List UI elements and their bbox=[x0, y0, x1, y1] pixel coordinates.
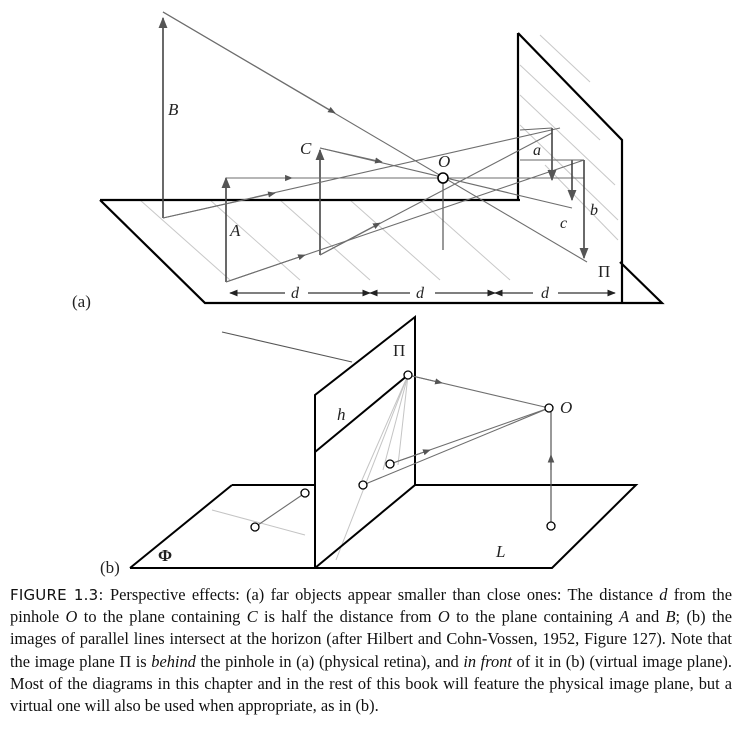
panel-b-label: (b) bbox=[100, 558, 120, 577]
caption-var: A bbox=[619, 607, 630, 627]
label-b-image: b bbox=[590, 202, 598, 219]
image-plane-hatching bbox=[519, 34, 619, 241]
caption-var: B bbox=[665, 607, 676, 627]
point-ground-1 bbox=[300, 488, 310, 498]
caption-var: O bbox=[437, 607, 450, 627]
caption-var: C bbox=[246, 607, 258, 627]
caption-text: and bbox=[629, 607, 666, 627]
caption-text: the pinhole in (a) (physical retina), an… bbox=[195, 651, 464, 671]
ground-plane-phi bbox=[129, 484, 639, 569]
caption-var: O bbox=[65, 607, 78, 627]
pinhole-O bbox=[437, 172, 449, 184]
perspective-figure: B C A O a b c Π d d d (a) bbox=[72, 11, 665, 577]
caption-text: of it in (b) (virtual image plane). Most… bbox=[10, 651, 732, 716]
rays-b bbox=[254, 374, 550, 528]
figure-caption: FIGURE 1.3: Perspective effects: (a) far… bbox=[10, 584, 732, 717]
caption-text: to the plane containing bbox=[449, 607, 620, 627]
image-plane bbox=[516, 32, 624, 303]
caption-text: to the plane containing bbox=[77, 607, 247, 627]
panel-a: B C A O a b c Π d d d (a) bbox=[72, 11, 665, 311]
label-A: A bbox=[229, 221, 241, 240]
caption-figure-number: FIGURE 1.3: bbox=[10, 586, 104, 604]
label-B: B bbox=[168, 100, 179, 119]
horizon-line bbox=[221, 331, 353, 363]
label-image-plane-b: Π bbox=[393, 341, 405, 360]
image-top-ray bbox=[519, 127, 553, 131]
label-d-2: d bbox=[416, 285, 425, 302]
label-L: L bbox=[495, 542, 505, 561]
ground-plane-hatching bbox=[139, 199, 511, 281]
label-c-image: c bbox=[560, 215, 567, 232]
point-image-1 bbox=[385, 459, 395, 469]
caption-text: ; (b) the images of parallel lines inter… bbox=[10, 607, 732, 671]
label-image-plane: Π bbox=[598, 262, 610, 281]
label-C: C bbox=[300, 139, 312, 158]
caption-text: is half the distance from bbox=[257, 607, 438, 627]
panel-b: Π O h Φ L (b) bbox=[100, 314, 639, 577]
label-h: h bbox=[337, 405, 346, 424]
label-O: O bbox=[438, 152, 450, 171]
image-plane-pi bbox=[314, 314, 416, 569]
panel-a-label: (a) bbox=[72, 292, 91, 311]
caption-text: Perspective effects: (a) far objects app… bbox=[103, 585, 660, 604]
point-L bbox=[546, 521, 556, 531]
plane-hatching bbox=[211, 374, 409, 561]
label-phi: Φ bbox=[158, 546, 172, 565]
point-image-2 bbox=[358, 480, 368, 490]
label-d-1: d bbox=[291, 285, 300, 302]
point-vanishing bbox=[403, 370, 413, 380]
label-d-3: d bbox=[541, 285, 550, 302]
label-O-b: O bbox=[560, 398, 572, 417]
label-a-image: a bbox=[533, 142, 541, 159]
ground-plane bbox=[99, 198, 665, 305]
point-O bbox=[544, 403, 554, 413]
caption-emphasis: in front bbox=[463, 651, 512, 671]
caption-emphasis: behind bbox=[151, 651, 196, 671]
point-ground-2 bbox=[250, 522, 260, 532]
caption-var: d bbox=[659, 585, 668, 604]
caption-text: from the pinhole bbox=[10, 585, 732, 627]
